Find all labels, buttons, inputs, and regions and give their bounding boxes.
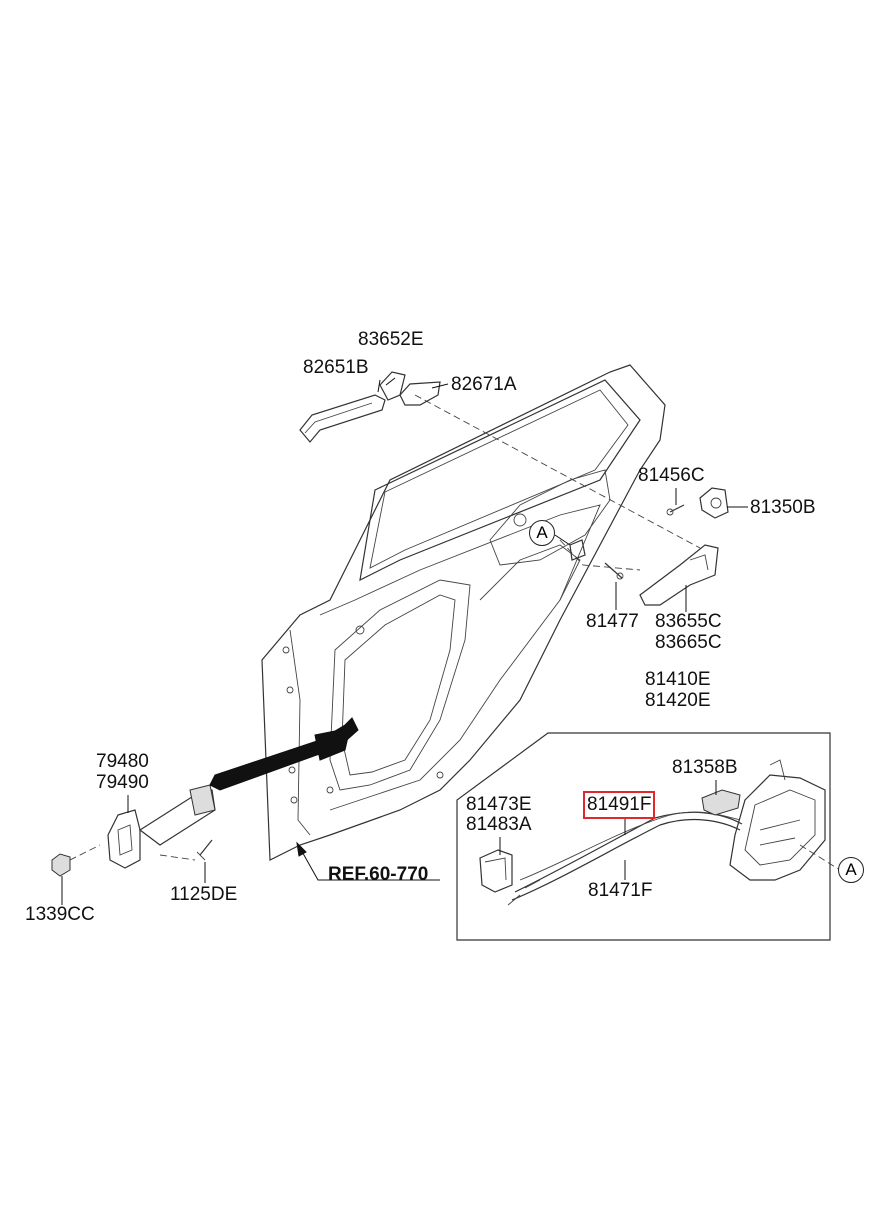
label-79490: 79490: [96, 772, 149, 793]
bolt-1125DE: [196, 839, 213, 861]
label-83652E: 83652E: [358, 329, 424, 350]
ref-arrow: [209, 717, 359, 791]
handle-bracket: [639, 544, 719, 606]
label-ref: REF.60-770: [328, 864, 429, 885]
latch-assembly-box: [456, 732, 831, 941]
callout-a-latch: A: [838, 857, 864, 883]
guide-lines: [59, 394, 841, 871]
label-81491F: 81491F: [582, 791, 656, 819]
ref-pointer: [296, 841, 440, 881]
actuator-cover: [699, 487, 729, 519]
label-81483A: 81483A: [466, 814, 532, 835]
label-81350B: 81350B: [750, 497, 816, 518]
outside-handle: [299, 394, 386, 443]
door-panel: [261, 364, 666, 861]
door-latch: [729, 759, 826, 881]
leader-lines: [61, 377, 748, 905]
handle-cover-part: [379, 371, 406, 401]
label-81477: 81477: [586, 611, 639, 632]
label-83655C: 83655C: [655, 611, 722, 632]
label-82651B: 82651B: [303, 357, 369, 378]
label-79480: 79480: [96, 751, 149, 772]
door-checker: [107, 784, 216, 869]
label-1339CC: 1339CC: [25, 904, 95, 925]
label-1125DE: 1125DE: [170, 884, 238, 905]
bolt-81477: [604, 562, 624, 580]
bracket-near-a: [569, 539, 586, 561]
handle-gasket: [399, 381, 441, 406]
screw-81456C: [666, 504, 685, 516]
label-81420E: 81420E: [645, 690, 711, 711]
label-81358B: 81358B: [672, 757, 738, 778]
latch-cover: [701, 789, 741, 816]
label-81456C: 81456C: [638, 465, 705, 486]
label-81471F: 81471F: [588, 880, 653, 901]
label-82671A: 82671A: [451, 374, 517, 395]
nut-1339CC: [51, 853, 71, 877]
label-81473E: 81473E: [466, 794, 532, 815]
label-83665C: 83665C: [655, 632, 722, 653]
callout-a-door: A: [529, 520, 555, 546]
inside-handle-bracket: [479, 849, 513, 893]
label-81410E: 81410E: [645, 669, 711, 690]
